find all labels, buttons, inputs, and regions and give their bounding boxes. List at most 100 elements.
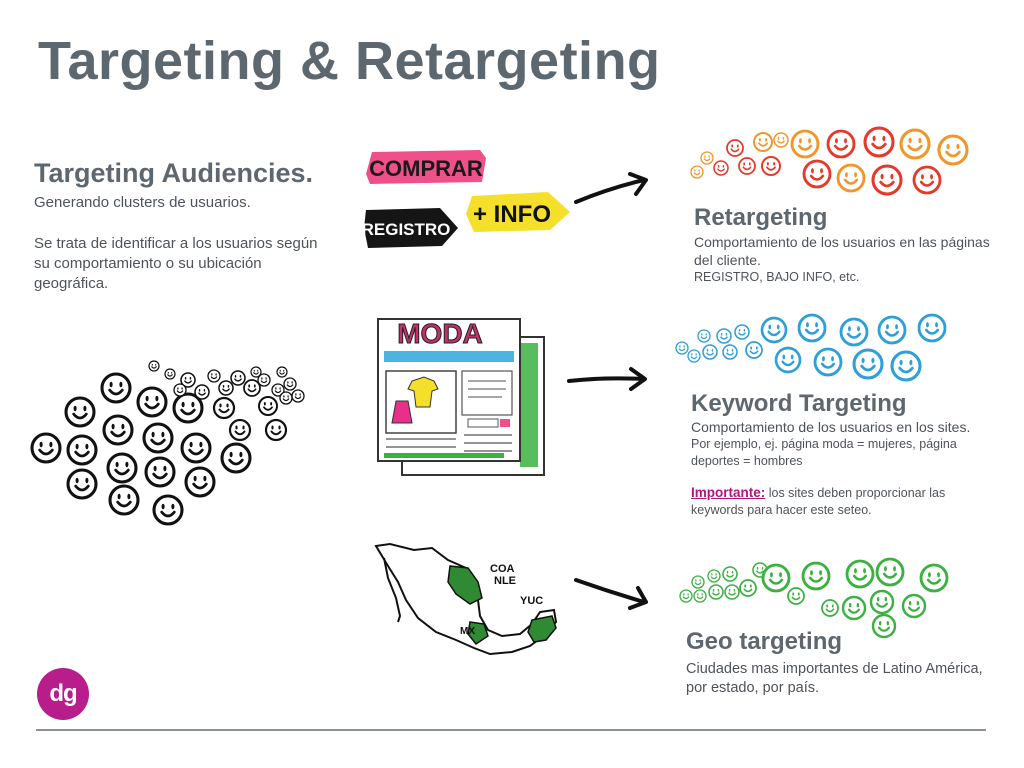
targeting-description: Se trata de identificar a los usuarios s… (34, 235, 318, 292)
smiley-face-icon (813, 347, 843, 377)
smiley-face-icon (64, 396, 96, 428)
keyword-example: Por ejemplo, ej. página moda = mujeres, … (691, 437, 957, 468)
page-title: Targeting & Retargeting (38, 31, 661, 91)
keyword-description: Comportamiento de los usuarios en los si… (691, 419, 971, 435)
smiley-face-icon (243, 379, 261, 397)
smiley-face-icon (726, 139, 744, 157)
smiley-face-icon (106, 452, 138, 484)
smiley-face-icon (184, 466, 216, 498)
smiley-face-icon (230, 370, 246, 386)
smiley-face-icon (687, 349, 701, 363)
smiley-face-icon (693, 589, 707, 603)
smiley-face-icon (691, 575, 705, 589)
smiley-face-icon (713, 160, 729, 176)
cta-tags-illustration: COMPRAR + INFO REGISTRO (362, 150, 570, 248)
smiley-face-icon (264, 418, 288, 442)
smiley-face-icon (148, 360, 160, 372)
registro-tag (364, 208, 458, 248)
retargeting-description: Comportamiento de los usuarios en las pá… (694, 234, 990, 268)
smiley-face-icon (773, 132, 789, 148)
smiley-face-icon (279, 391, 293, 405)
smiley-face-icon (871, 164, 903, 196)
smiley-face-icon (690, 165, 704, 179)
smiley-face-icon (679, 589, 693, 603)
smiley-face-icon (845, 559, 875, 589)
keyword-important-note: Importante: los sites deben proporcionar… (691, 484, 991, 519)
smiley-face-icon (839, 317, 869, 347)
moda-website-sketch: MODA (377, 318, 545, 476)
smiley-face-icon (761, 563, 791, 593)
smiley-face-icon (738, 157, 756, 175)
targeting-heading: Targeting Audiencies. (34, 158, 314, 188)
smiley-face-icon (852, 348, 884, 380)
smiley-face-icon (890, 350, 922, 382)
smiley-face-icon (739, 579, 757, 597)
retargeting-examples: REGISTRO, BAJO INFO, etc. (694, 270, 860, 284)
smiley-face-icon (291, 389, 305, 403)
smiley-face-icon (180, 372, 196, 388)
geo-heading: Geo targeting (686, 628, 843, 655)
smiley-face-icon (801, 561, 831, 591)
smiley-face-icon (707, 569, 721, 583)
smiley-face-icon (173, 383, 187, 397)
smiley-face-icon (787, 587, 805, 605)
comprar-tag-label: COMPRAR (369, 156, 483, 181)
smiley-face-icon (899, 128, 931, 160)
geo-description: Ciudades mas importantes de Latino Améri… (686, 661, 983, 696)
smiley-face-icon (919, 563, 949, 593)
info-tag-label: + INFO (473, 201, 551, 228)
smiley-face-icon (250, 366, 262, 378)
smiley-face-icon (790, 129, 820, 159)
smiley-face-icon (912, 165, 942, 195)
smiley-face-icon (257, 373, 271, 387)
smiley-face-icon (753, 132, 773, 152)
smiley-face-icon (180, 432, 212, 464)
smiley-face-icon (66, 468, 98, 500)
important-label: Importante: (691, 485, 766, 500)
mexico-map: COA NLE YUC MX (374, 542, 558, 656)
arrow-right-icon (574, 578, 648, 610)
footer-divider (36, 729, 986, 731)
smiley-face-icon (802, 159, 832, 189)
smiley-face-icon (917, 313, 947, 343)
crowd-faces (30, 360, 305, 526)
info-tag (466, 192, 570, 232)
registro-tag-label: REGISTRO (362, 220, 450, 239)
arrow-right-icon (567, 367, 647, 391)
smiley-face-icon (283, 377, 297, 391)
smiley-face-icon (761, 156, 781, 176)
map-label-nle: NLE (494, 575, 516, 587)
smiley-face-icon (836, 163, 866, 193)
smiley-face-icon (100, 372, 132, 404)
important-text: los sites deben proporcionar las keyword… (691, 486, 946, 517)
yuc-region (527, 615, 557, 643)
smiley-face-icon (102, 414, 134, 446)
user-crowd-illustration (30, 360, 305, 526)
retargeting-heading: Retargeting (694, 204, 828, 231)
smiley-face-icon (826, 129, 856, 159)
smiley-face-icon (702, 344, 718, 360)
arrow-right-icon (574, 172, 648, 204)
smiley-face-icon (821, 599, 839, 617)
smiley-face-icon (760, 316, 788, 344)
map-label-yuc: YUC (520, 595, 543, 607)
map-label-coa: COA (490, 563, 515, 575)
smiley-face-icon (724, 584, 740, 600)
smiley-face-icon (142, 422, 174, 454)
smiley-face-icon (708, 584, 724, 600)
smiley-face-icon (258, 396, 278, 416)
keyword-heading: Keyword Targeting (691, 390, 907, 417)
smiley-face-icon (675, 341, 689, 355)
smiley-face-icon (877, 315, 907, 345)
dg-logo: dg (37, 668, 89, 720)
smiley-face-icon (30, 432, 62, 464)
smiley-face-icon (218, 380, 234, 396)
smiley-face-icon (937, 134, 969, 166)
smiley-face-icon (220, 442, 252, 474)
smiley-face-icon (841, 595, 867, 621)
smiley-face-icon (144, 456, 176, 488)
coa-nle-region (447, 565, 483, 605)
smiley-face-icon (212, 396, 236, 420)
smiley-face-icon (734, 324, 750, 340)
smiley-face-icon (271, 383, 285, 397)
